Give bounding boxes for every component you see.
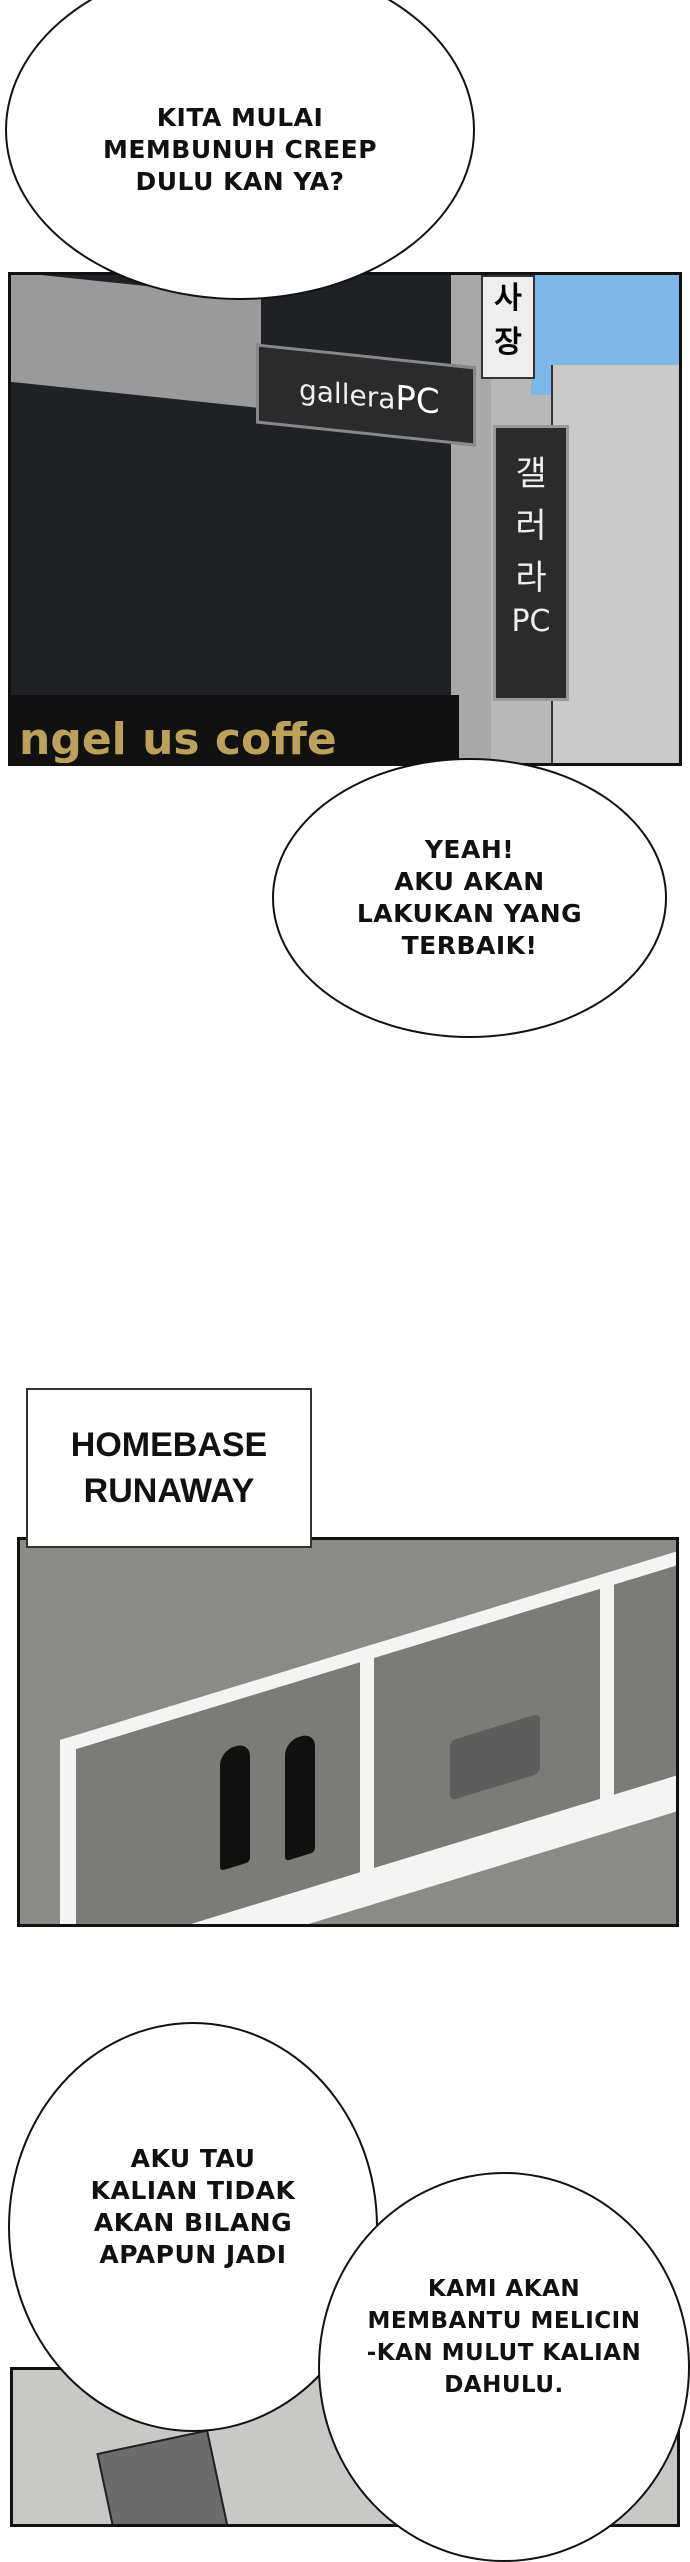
- speech-bubble-2: YEAH! AKU AKAN LAKUKAN YANG TERBAIK!: [272, 758, 667, 1038]
- window-frame: [60, 1544, 676, 1924]
- top-sign: 사 장: [481, 275, 535, 379]
- window-mullion: [360, 1644, 374, 1909]
- bubble-text: KITA MULAI MEMBUNUH CREEP DULU KAN YA?: [102, 103, 378, 196]
- bubble-text: AKU TAU KALIAN TIDAK AKAN BILANG APAPUN …: [90, 2144, 296, 2269]
- korean-vertical-sign: 갤 러 라 PC: [493, 425, 569, 701]
- korean-text: 갤 러 라: [515, 454, 547, 598]
- figures: [285, 1732, 315, 1862]
- clipper: [96, 2429, 234, 2524]
- figures: [220, 1741, 250, 1872]
- coffee-sign: ngel us coffe: [11, 695, 459, 763]
- korean-pc: PC: [511, 604, 551, 639]
- speech-bubble-1: KITA MULAI MEMBUNUH CREEP DULU KAN YA?: [5, 0, 475, 300]
- panel-homebase: [17, 1537, 679, 1927]
- building-right: [551, 365, 679, 763]
- speech-bubble-4: KAMI AKAN MEMBANTU MELICIN -KAN MULUT KA…: [318, 2172, 690, 2562]
- bubble-text: KAMI AKAN MEMBANTU MELICIN -KAN MULUT KA…: [366, 2276, 642, 2398]
- speech-bubble-3: AKU TAU KALIAN TIDAK AKAN BILANG APAPUN …: [8, 2022, 378, 2432]
- sign-text: gallera: [299, 372, 396, 417]
- sign-pc: PC: [395, 378, 440, 423]
- room-interior: [76, 1562, 676, 1924]
- location-caption: HOMEBASE RUNAWAY: [26, 1388, 312, 1548]
- bubble-text: YEAH! AKU AKAN LAKUKAN YANG TERBAIK!: [356, 835, 583, 960]
- window-mullion: [600, 1570, 614, 1835]
- panel-building: 사 장 galleraPC 갤 러 라 PC ngel us coffe: [8, 272, 682, 766]
